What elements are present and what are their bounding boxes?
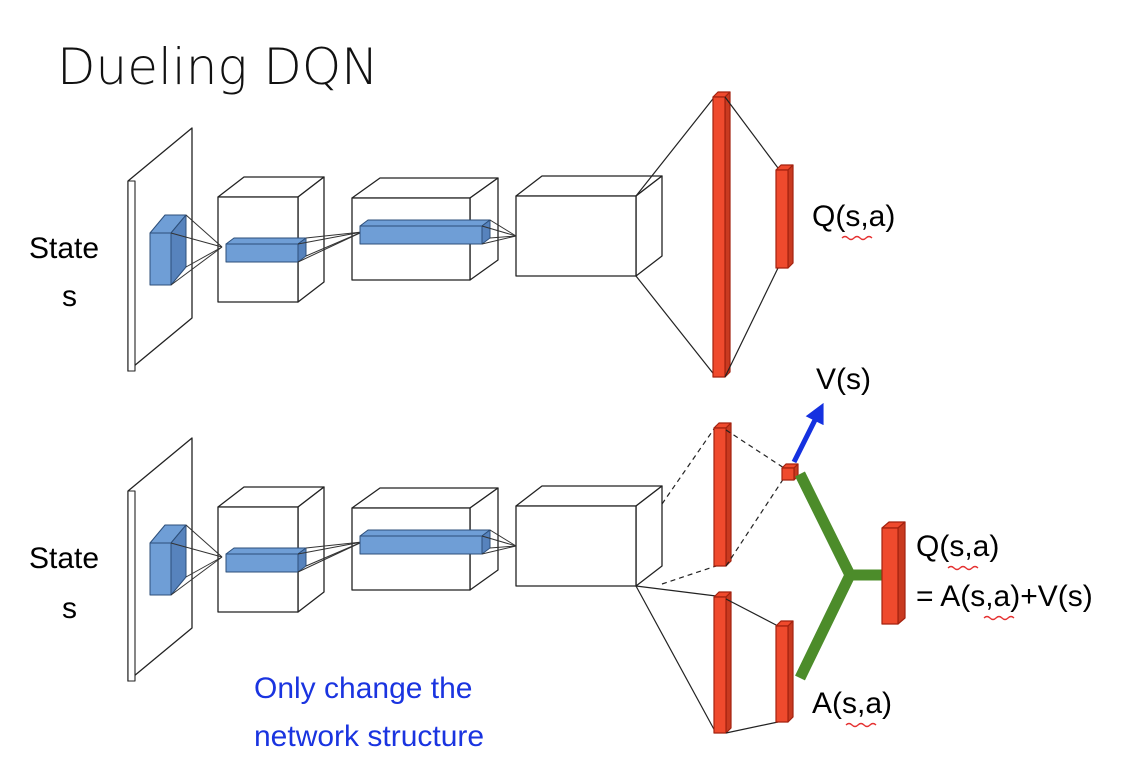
bottom-feature-patch-2-front: [359, 535, 483, 555]
bottom-state-symbol: s: [62, 592, 77, 625]
advantage-hidden-layer-side: [725, 591, 732, 734]
top-conv-volume-3: [515, 175, 663, 277]
q-output-spellcheck-underline: [947, 565, 979, 571]
merge-aggregation-lines: [795, 471, 886, 681]
note-line-1: Only change the: [254, 672, 472, 705]
q-output-layer-front: [881, 527, 899, 625]
value-hidden-layer-side: [725, 422, 732, 567]
bottom-conv1-ray-1: [185, 524, 223, 558]
page-title: Dueling DQN: [57, 38, 379, 96]
bottom-conv2-ray-3: [305, 541, 363, 567]
bottom-feature-patch-2-top: [359, 529, 491, 537]
top-fc-hidden-layer-side: [724, 91, 731, 378]
top-q-output-layer-side: [787, 164, 794, 269]
bottom-conv2-ray-0: [297, 541, 363, 555]
top-conv-volume-3-front: [515, 195, 637, 277]
bottom-feature-patch-1-front: [225, 553, 299, 573]
top-feature-patch-2-top: [359, 219, 491, 227]
formula-spellcheck-underline: [983, 615, 1015, 621]
bottom-state-label: State: [29, 542, 99, 575]
top-input-filter: [149, 214, 187, 286]
value-out-ray-lower: [725, 477, 785, 567]
value-arrow: [791, 402, 824, 464]
q-output-layer: [881, 521, 906, 625]
top-feature-patch-1: [225, 237, 307, 263]
advantage-hidden-layer: [713, 591, 732, 734]
value-stream-ray-lower: [661, 565, 717, 585]
bottom-conv3-ray-2: [481, 545, 517, 555]
note-line-2: network structure: [254, 720, 484, 753]
top-q-label: Q(s,a): [812, 200, 895, 233]
bottom-conv3-ray-0: [481, 535, 517, 547]
value-hidden-layer: [713, 422, 732, 567]
top-fc-hidden-layer-front: [712, 96, 726, 378]
bottom-conv1-ray-3: [185, 556, 223, 578]
top-out-ray-lower: [724, 267, 779, 378]
top-conv1-ray-2: [170, 246, 223, 286]
bottom-conv2-ray-1: [305, 541, 363, 549]
top-out-ray-upper: [724, 96, 779, 169]
top-input-slab-edge: [127, 180, 136, 372]
top-conv3-ray-3: [489, 235, 517, 239]
top-q-spellcheck-underline: [841, 235, 873, 241]
q-output-layer-side: [897, 521, 906, 625]
bottom-feature-patch-1-top: [225, 547, 307, 555]
value-scalar-node: [781, 463, 799, 481]
top-feature-patch-1-front: [225, 243, 299, 263]
value-label: V(s): [816, 363, 871, 396]
top-state-label: State: [29, 232, 99, 265]
top-fc-ray-upper: [635, 94, 717, 197]
bottom-conv3-ray-1: [489, 529, 517, 547]
top-conv3-ray-1: [489, 219, 517, 237]
top-state-symbol: s: [62, 280, 77, 313]
adv-stream-ray-lower: [635, 585, 717, 734]
bottom-feature-patch-1: [225, 547, 307, 573]
bottom-feature-patch-2: [359, 529, 491, 555]
bottom-input-slab-edge: [127, 490, 136, 682]
value-scalar-node-front: [781, 467, 795, 481]
bottom-input-filter: [149, 524, 187, 596]
advantage-output-layer: [775, 620, 794, 723]
top-q-output-layer: [775, 164, 794, 269]
top-conv1-ray-0: [170, 232, 223, 248]
advantage-output-layer-side: [787, 620, 794, 723]
top-feature-patch-2-front: [359, 225, 483, 245]
top-conv3-ray-0: [481, 225, 517, 237]
advantage-output-layer-front: [775, 625, 789, 723]
advantage-spellcheck-underline: [845, 722, 877, 728]
value-stream-ray-upper: [661, 425, 717, 505]
bottom-conv1-ray-2: [170, 556, 223, 596]
q-decomposition-formula: = A(s,a)+V(s): [916, 580, 1093, 613]
top-conv1-ray-3: [185, 246, 223, 268]
value-out-ray-upper: [725, 429, 785, 469]
top-network: [127, 91, 794, 378]
bottom-conv3-ray-3: [489, 545, 517, 549]
top-feature-patch-1-top: [225, 237, 307, 245]
advantage-hidden-layer-front: [713, 596, 727, 734]
bottom-input-filter-front: [149, 542, 172, 596]
value-hidden-layer-front: [713, 427, 727, 567]
bottom-conv1-ray-0: [170, 542, 223, 558]
bottom-conv-volume-3-front: [515, 505, 637, 587]
adv-out-ray-upper: [725, 598, 779, 627]
q-output-label: Q(s,a): [916, 530, 999, 563]
top-conv2-ray-1: [305, 231, 363, 239]
top-conv2-ray-0: [297, 231, 363, 245]
bottom-conv-volume-3: [515, 485, 663, 587]
top-conv2-ray-3: [305, 231, 363, 257]
top-fc-ray-lower: [635, 275, 717, 378]
top-input-filter-front: [149, 232, 172, 286]
top-feature-patch-2: [359, 219, 491, 245]
adv-out-ray-lower: [725, 721, 779, 734]
top-conv1-ray-1: [185, 214, 223, 248]
bottom-network: [127, 402, 906, 734]
top-q-output-layer-front: [775, 169, 789, 269]
advantage-label: A(s,a): [812, 687, 892, 720]
top-fc-hidden-layer: [712, 91, 731, 378]
top-conv3-ray-2: [481, 235, 517, 245]
adv-stream-ray-upper: [635, 585, 717, 597]
